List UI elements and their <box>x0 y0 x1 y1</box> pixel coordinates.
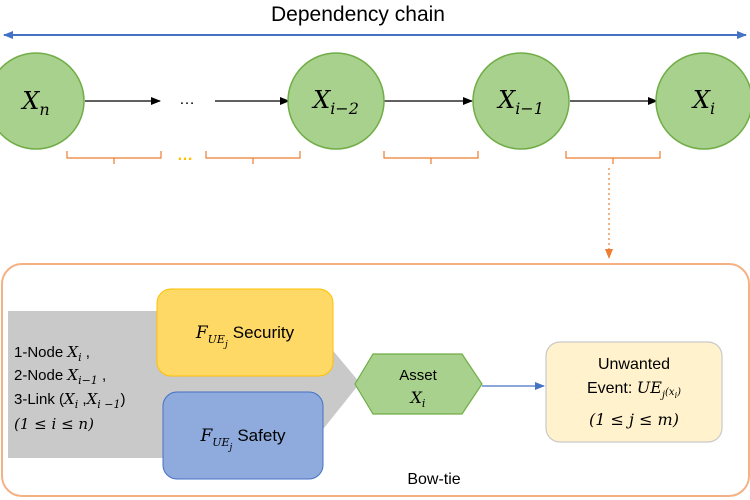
svg-text:2-Node Xi−1 ,: 2-Node Xi−1 , <box>14 366 106 387</box>
svg-text:Xi: Xi <box>691 86 715 118</box>
svg-text:Asset: Asset <box>399 367 437 384</box>
svg-text:1-Node Xi ,: 1-Node Xi , <box>14 343 90 364</box>
safety-box: FUEjSafety <box>162 391 324 480</box>
svg-text:Event: UEj(xi): Event: UEj(xi) <box>587 378 681 401</box>
svg-text:FUEjSafety: FUEjSafety <box>199 426 286 453</box>
link-brace <box>565 151 661 164</box>
svg-text:Xi−2: Xi−2 <box>311 86 359 118</box>
svg-text:FUEjSecurity: FUEjSecurity <box>195 323 295 350</box>
svg-text:(1 ≤ j ≤ m): (1 ≤ j ≤ m) <box>589 410 679 429</box>
asset-hexagon: Asset Xi <box>354 353 483 415</box>
chain-node-xi-1: Xi−1 <box>472 52 570 150</box>
chain-ellipsis: … <box>179 91 195 108</box>
svg-text:Unwanted: Unwanted <box>598 356 670 373</box>
svg-text:Xi−1: Xi−1 <box>496 86 544 118</box>
bowtie-frame <box>1 263 750 497</box>
unwanted-event-box: Unwanted Event: UEj(xi) (1 ≤ j ≤ m) <box>545 341 723 443</box>
link-brace <box>383 151 479 164</box>
chain-node-xn: Xn <box>0 52 85 150</box>
security-box: FUEjSecurity <box>156 288 334 377</box>
svg-text:(1 ≤ i ≤ n): (1 ≤ i ≤ n) <box>14 415 94 433</box>
bowtie-label: Bow-tie <box>407 471 460 488</box>
chain-node-xi-2: Xi−2 <box>287 52 385 150</box>
svg-text:3-Link (Xi ,Xi −1): 3-Link (Xi ,Xi −1) <box>14 390 126 411</box>
brace-ellipsis: … <box>177 147 193 164</box>
link-brace <box>66 151 162 164</box>
svg-text:Xn: Xn <box>20 87 49 119</box>
link-brace <box>205 151 301 164</box>
causes-text: 1-Node Xi , 2-Node Xi−1 , 3-Link (Xi ,Xi… <box>14 343 126 433</box>
diagram-title: Dependency chain <box>271 3 445 26</box>
svg-text:Xi: Xi <box>409 388 426 410</box>
chain-node-xi: Xi <box>655 52 750 150</box>
